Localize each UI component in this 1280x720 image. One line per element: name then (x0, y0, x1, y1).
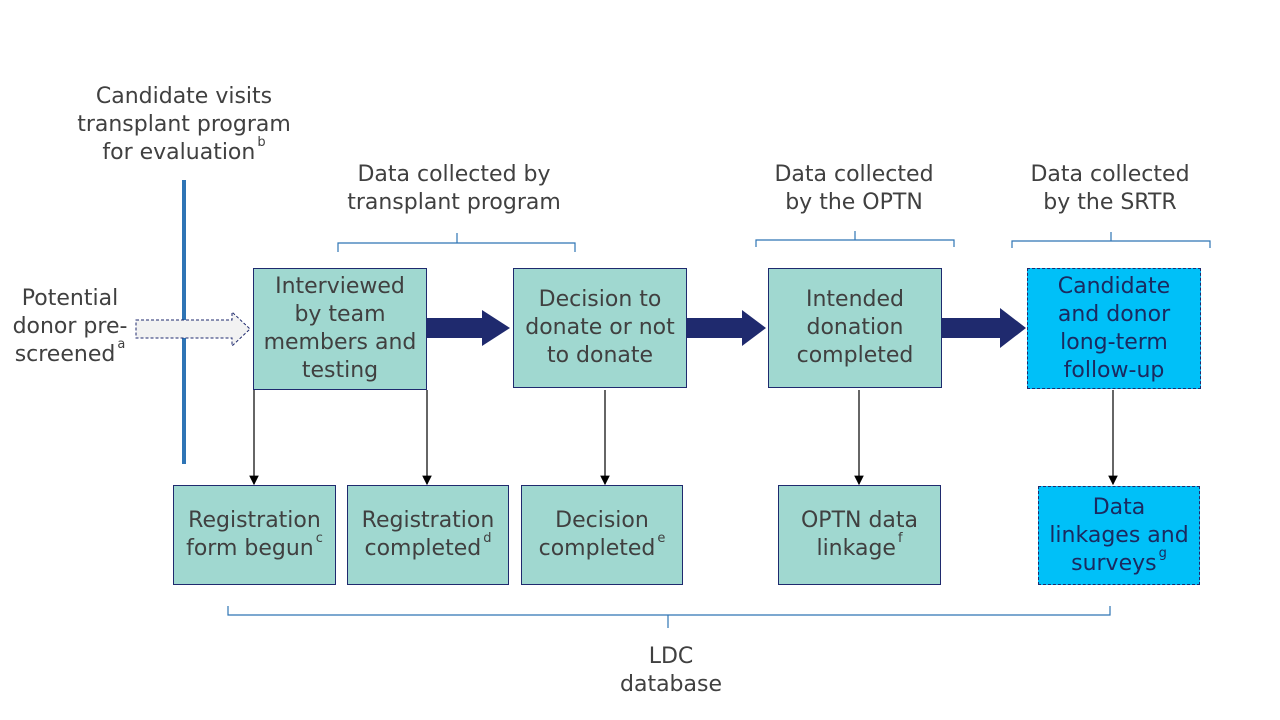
flow-arrow-3 (942, 308, 1026, 348)
footnote-g: g (1158, 545, 1167, 561)
stage-interviewed: Interviewed by team members and testing (253, 268, 427, 390)
ldc-database-label: LDC database (620, 644, 722, 697)
stage-decision: Decision to donate or not to donate (513, 268, 687, 388)
flow-arrow-1 (427, 310, 510, 346)
optn-label: Data collected by the OPTN (774, 162, 934, 215)
brace-database (227, 606, 1111, 628)
brace-transplant-program (337, 233, 576, 252)
stage-intended-donation: Intended donation completed (768, 268, 942, 388)
brace-optn (755, 231, 955, 247)
footnote-a: a (117, 337, 126, 352)
stage-long-term-followup: Candidate and donor long-term follow-up (1027, 268, 1201, 389)
candidate-visits-label: Candidate visits transplant program for … (77, 84, 291, 165)
transplant-program-label: Data collected by transplant program (347, 162, 561, 215)
footnote-b: b (257, 135, 266, 150)
brace-srtr (1011, 232, 1211, 248)
srtr-label: Data collected by the SRTR (1030, 162, 1190, 215)
footnote-f: f (897, 531, 903, 546)
prescreen-dashed-arrow (135, 310, 251, 348)
footnote-d: d (483, 531, 492, 546)
footnote-c: c (315, 531, 323, 546)
footnote-e: e (657, 531, 666, 546)
flow-arrow-2 (687, 310, 766, 346)
